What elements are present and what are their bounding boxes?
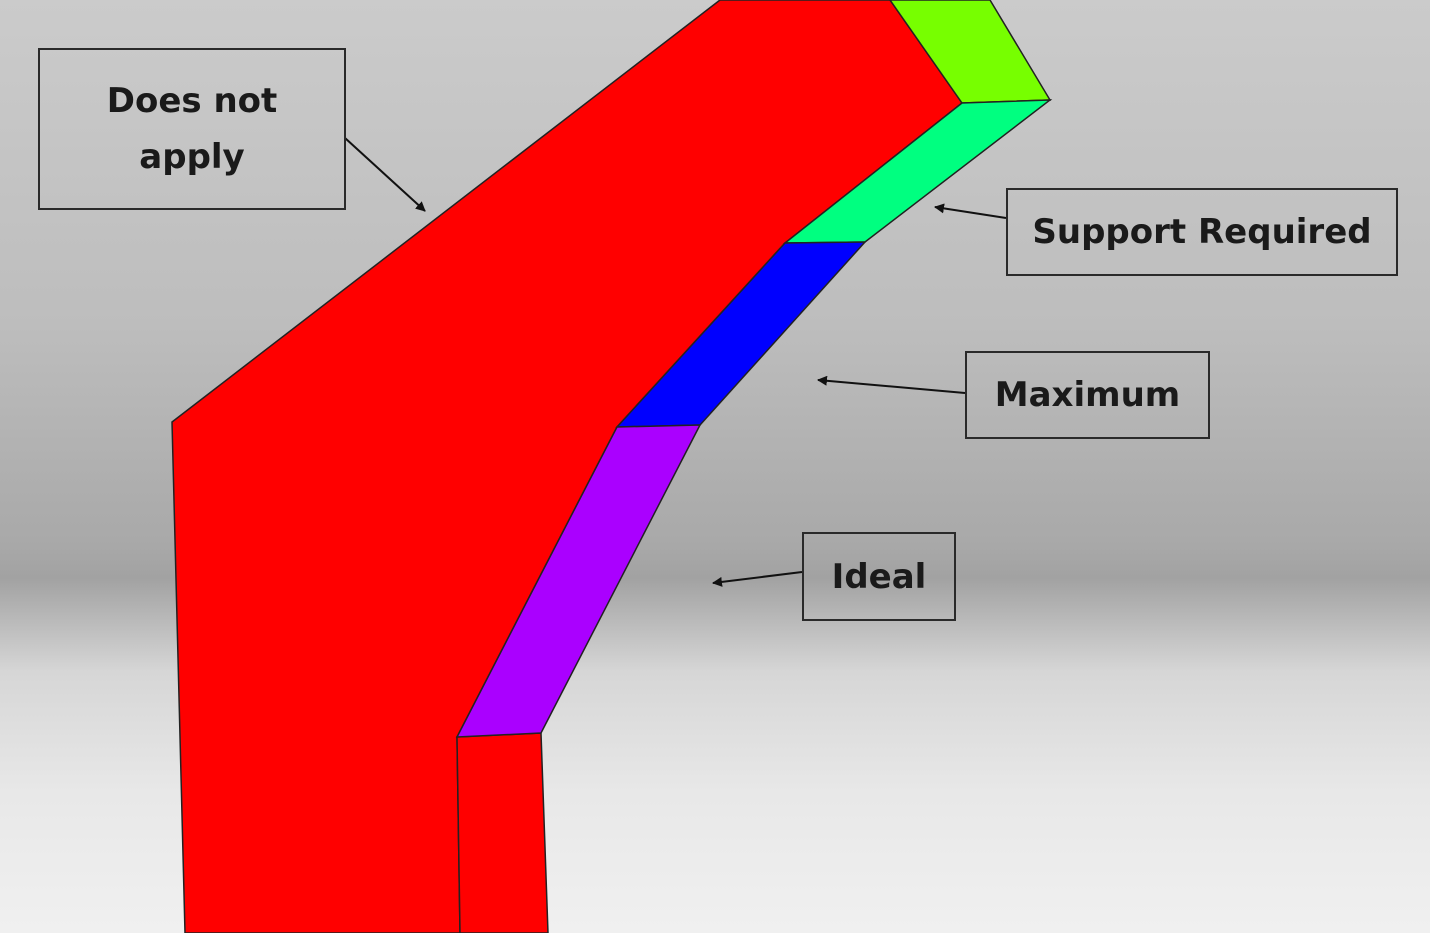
label-does-not-apply: Does not apply <box>38 48 346 210</box>
label-does-not-apply-line2: apply <box>139 137 245 177</box>
label-maximum: Maximum <box>965 351 1210 439</box>
label-does-not-apply-line1: Does not <box>106 81 278 121</box>
arrow-support-required <box>934 203 1007 219</box>
ideal-region <box>455 424 702 738</box>
arrow-ideal <box>712 571 803 587</box>
label-ideal: Ideal <box>802 532 956 621</box>
arrow-maximum <box>817 375 966 394</box>
label-support-required: Support Required <box>1006 188 1398 276</box>
red-front-strip <box>456 732 549 933</box>
arrow-does-not-apply <box>344 137 426 212</box>
